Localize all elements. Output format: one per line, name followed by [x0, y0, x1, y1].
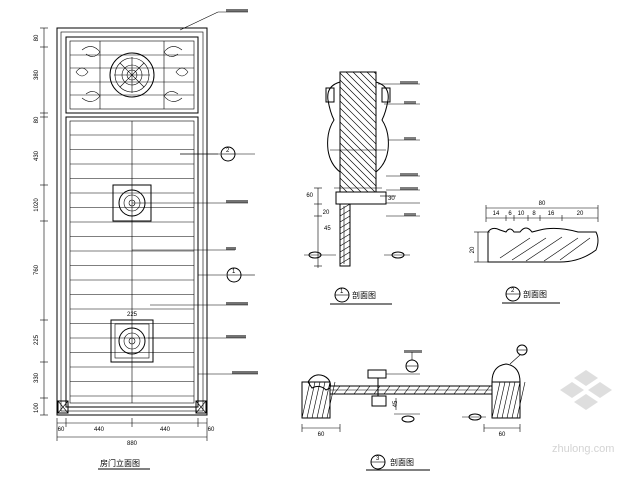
dim-text: 80 [34, 34, 40, 41]
dim-text: 60 [306, 193, 313, 199]
dim-text: 330 [34, 372, 40, 383]
left-dimension-chain: 80 380 80 430 1020 760 225 330 100 [34, 27, 48, 416]
jamb-right [491, 381, 521, 419]
profile-dims: 80 14 6 10 8 16 20 20 [470, 201, 599, 263]
dim-text: 80 [539, 201, 546, 207]
wood-hatch [339, 71, 377, 193]
section-3-title: 剖面图 [390, 457, 414, 467]
watermark: zhulong.com [552, 370, 614, 455]
profile-outline [487, 227, 599, 263]
dim-text: 6 [508, 211, 512, 217]
transom-inner [69, 40, 195, 110]
dim-text: 225 [34, 334, 40, 345]
section-number: 2 [511, 288, 515, 294]
dim-text: 20 [470, 246, 476, 253]
section-1-title: 剖面图 [352, 290, 376, 300]
dim-text: 14 [493, 211, 500, 217]
dim-text: 16 [548, 211, 555, 217]
moulding-right [375, 81, 389, 173]
dim-text: 30 [388, 196, 395, 202]
dim-text: 760 [34, 264, 40, 275]
section1-dims: 60 20 45 30 [306, 187, 396, 268]
lower-carved-boss [110, 319, 154, 363]
bead-right [381, 87, 391, 103]
section-detail-1: 60 20 45 30 1 剖面图 [304, 71, 420, 305]
door-elevation: 2 1 80 380 80 430 1020 760 225 330 100 [34, 9, 258, 470]
jamb-right-moulding [491, 363, 521, 383]
dim-text: 430 [34, 150, 40, 161]
dim-text: 60 [58, 427, 65, 433]
watermark-logo-icon [560, 370, 612, 410]
break-mark [401, 415, 415, 423]
dim-text: 60 [208, 427, 215, 433]
dim-text: 1020 [34, 198, 40, 212]
elevation-title: 房门立面图 [100, 458, 140, 468]
watermark-text: zhulong.com [552, 443, 614, 455]
transom-rosette [109, 52, 155, 98]
foot-left [57, 400, 69, 414]
transom-grille [70, 41, 194, 109]
section-detail-3: 60 45 60 3 剖面图 [301, 344, 528, 471]
dim-text: 440 [160, 427, 171, 433]
leader-lines [132, 9, 258, 375]
section3-dims: 60 45 60 [301, 400, 521, 438]
dim-text: 380 [34, 69, 40, 80]
door-head [335, 191, 387, 205]
dim-text: 10 [518, 211, 525, 217]
dim-text: 20 [577, 211, 584, 217]
door-leaf [65, 116, 199, 408]
section-number: 1 [232, 269, 236, 275]
section-mark-upper: 2 [180, 146, 255, 162]
section-2-title: 剖面图 [523, 289, 547, 299]
moulding-profile-detail: 80 14 6 10 8 16 20 20 2 剖面图 [470, 201, 599, 304]
dim-text: 45 [324, 226, 331, 232]
dim-text: 880 [127, 441, 138, 447]
dim-text: 20 [323, 210, 330, 216]
dim-text: 440 [94, 427, 105, 433]
dim-text: 100 [34, 402, 40, 413]
dim-text: 225 [127, 312, 138, 318]
dim-text: 8 [532, 211, 536, 217]
bead-left [325, 87, 335, 103]
dim-text: 60 [499, 432, 506, 438]
door-outer-frame [56, 27, 208, 416]
handle-top [367, 369, 387, 379]
bottom-dimension-chain: 60 440 440 60 880 225 [56, 312, 215, 447]
jamb-left [301, 381, 331, 419]
moulding-left [327, 81, 341, 173]
section-mark-lower: 1 [226, 267, 255, 283]
section-number: 2 [226, 148, 230, 154]
transom-panel [65, 36, 199, 114]
handle-bottom [371, 395, 387, 407]
dim-text: 45 [393, 400, 399, 407]
door-leaf-section [339, 203, 351, 267]
door-inner-frame [60, 31, 204, 412]
section-number: 1 [340, 289, 344, 295]
dim-text: 60 [318, 432, 325, 438]
dim-text: 80 [34, 116, 40, 123]
foot-right [195, 400, 207, 414]
section-number: 3 [376, 456, 380, 462]
